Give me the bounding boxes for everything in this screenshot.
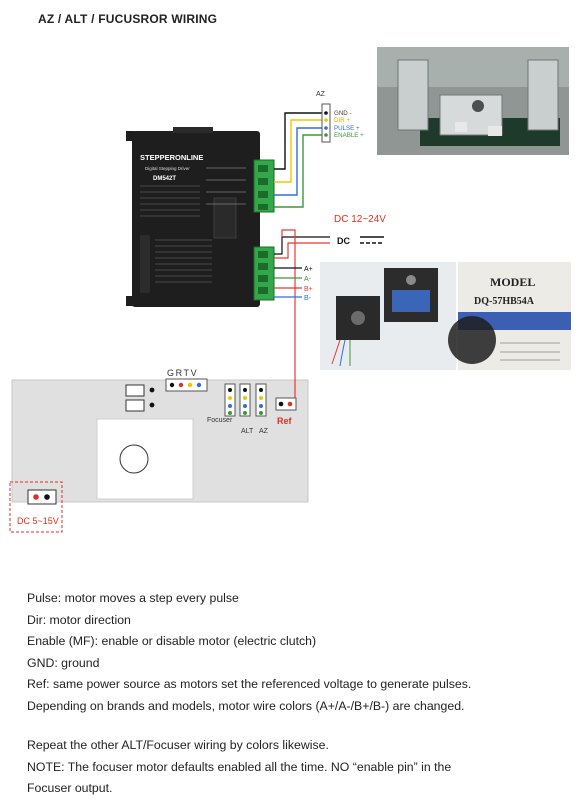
- motor-label-b-plus: B+: [304, 286, 313, 293]
- note-spacer: [27, 717, 567, 735]
- note-ref: Ref: same power source as motors set the…: [27, 677, 472, 691]
- focuser-port: [224, 383, 236, 417]
- az-pin-dir: DIR +: [334, 117, 350, 124]
- motor-label-heading: MODEL: [490, 275, 535, 289]
- az-port: [255, 383, 267, 417]
- ref-wire: [281, 229, 296, 398]
- power-motor-terminal-block: [253, 246, 275, 301]
- grtv-label: GRTV: [167, 368, 198, 378]
- ref-pin-black: [278, 401, 284, 407]
- board-square-panel: [96, 418, 194, 500]
- note-repeat: Repeat the other ALT/Focuser wiring by c…: [27, 738, 329, 752]
- motor-label-model: DQ-57HB54A: [474, 296, 535, 307]
- note-dir: Dir: motor direction: [27, 612, 131, 627]
- focuser-label: Focuser: [207, 417, 233, 424]
- dc-pin-red: [33, 494, 39, 500]
- wire-enable: [274, 134, 322, 208]
- az-conn-pin-enable: [324, 133, 328, 137]
- ref-label: Ref: [277, 416, 293, 426]
- power-label: DC 12~24V: [334, 214, 386, 225]
- az-connector: [321, 103, 331, 143]
- dc-input-jack: [27, 489, 57, 505]
- note-wire-colors: Depending on brands and models, motor wi…: [27, 698, 465, 713]
- page-title: AZ / ALT / FUCUSROR WIRING: [38, 12, 218, 26]
- alt-label: ALT: [241, 428, 254, 435]
- switch-top: [125, 384, 145, 397]
- az-conn-pin-dir: [324, 118, 328, 122]
- wire-pulse: [274, 127, 322, 196]
- az-label: AZ: [259, 428, 269, 435]
- motor-label-a-minus: A-: [304, 276, 312, 283]
- grtv-pin-t: [187, 382, 193, 388]
- stepper-driver: [126, 127, 260, 307]
- power-wire-red: [274, 242, 330, 259]
- photo-motor-label: [448, 262, 571, 370]
- notes-section: Pulse: motor moves a step every pulse Di…: [27, 588, 567, 800]
- photo-controller-module: [377, 47, 569, 155]
- note-enable: Enable (MF): enable or disable motor (el…: [27, 634, 317, 648]
- az-conn-pin-gnd: [324, 111, 328, 115]
- driver-subtitle: Digital Stepping Driver: [145, 166, 190, 171]
- board-hole: [119, 444, 149, 474]
- grtv-port: [165, 378, 208, 392]
- note-pulse: Pulse: motor moves a step every pulse: [27, 591, 239, 605]
- ref-port: [275, 397, 297, 411]
- az-pin-gnd: GND -: [334, 110, 352, 117]
- power-symbol: DC: [337, 236, 350, 246]
- az-pin-pulse: PULSE +: [334, 125, 360, 132]
- wire-gnd: [274, 112, 322, 170]
- motor-label-b-minus: B-: [304, 295, 312, 302]
- wiring-diagram: GRTV Focuser ALT AZ Ref DC 5~15V: [9, 47, 571, 533]
- dc-input-box: [9, 481, 63, 533]
- motor-label-a-plus: A+: [304, 266, 313, 273]
- signal-terminal-block: [253, 159, 275, 213]
- grtv-pin-g: [169, 382, 175, 388]
- ref-pin-red: [287, 401, 293, 407]
- note-focuser-1: NOTE: The focuser motor defaults enabled…: [27, 759, 452, 774]
- az-pin-enable: ENABLE +: [334, 132, 364, 139]
- dc-input-label: DC 5~15V: [17, 516, 59, 526]
- grtv-pin-r: [178, 382, 184, 388]
- az-connector-label: AZ: [316, 91, 326, 98]
- driver-brand: STEPPERONLINE: [140, 153, 203, 162]
- note-focuser-2: Focuser output.: [27, 781, 113, 795]
- grtv-pin-v: [196, 382, 202, 388]
- power-wire-black: [274, 236, 330, 255]
- photo-stepper-motors: [320, 262, 456, 370]
- note-gnd: GND: ground: [27, 655, 100, 670]
- switch-bottom: [125, 399, 145, 412]
- az-conn-pin-pulse: [324, 126, 328, 130]
- switch-dot-bottom: [149, 402, 155, 408]
- wire-dir: [274, 119, 322, 183]
- driver-model: DM542T: [153, 176, 176, 182]
- alt-port: [239, 383, 251, 417]
- switch-dot-top: [149, 387, 155, 393]
- dc-pin-black: [44, 494, 50, 500]
